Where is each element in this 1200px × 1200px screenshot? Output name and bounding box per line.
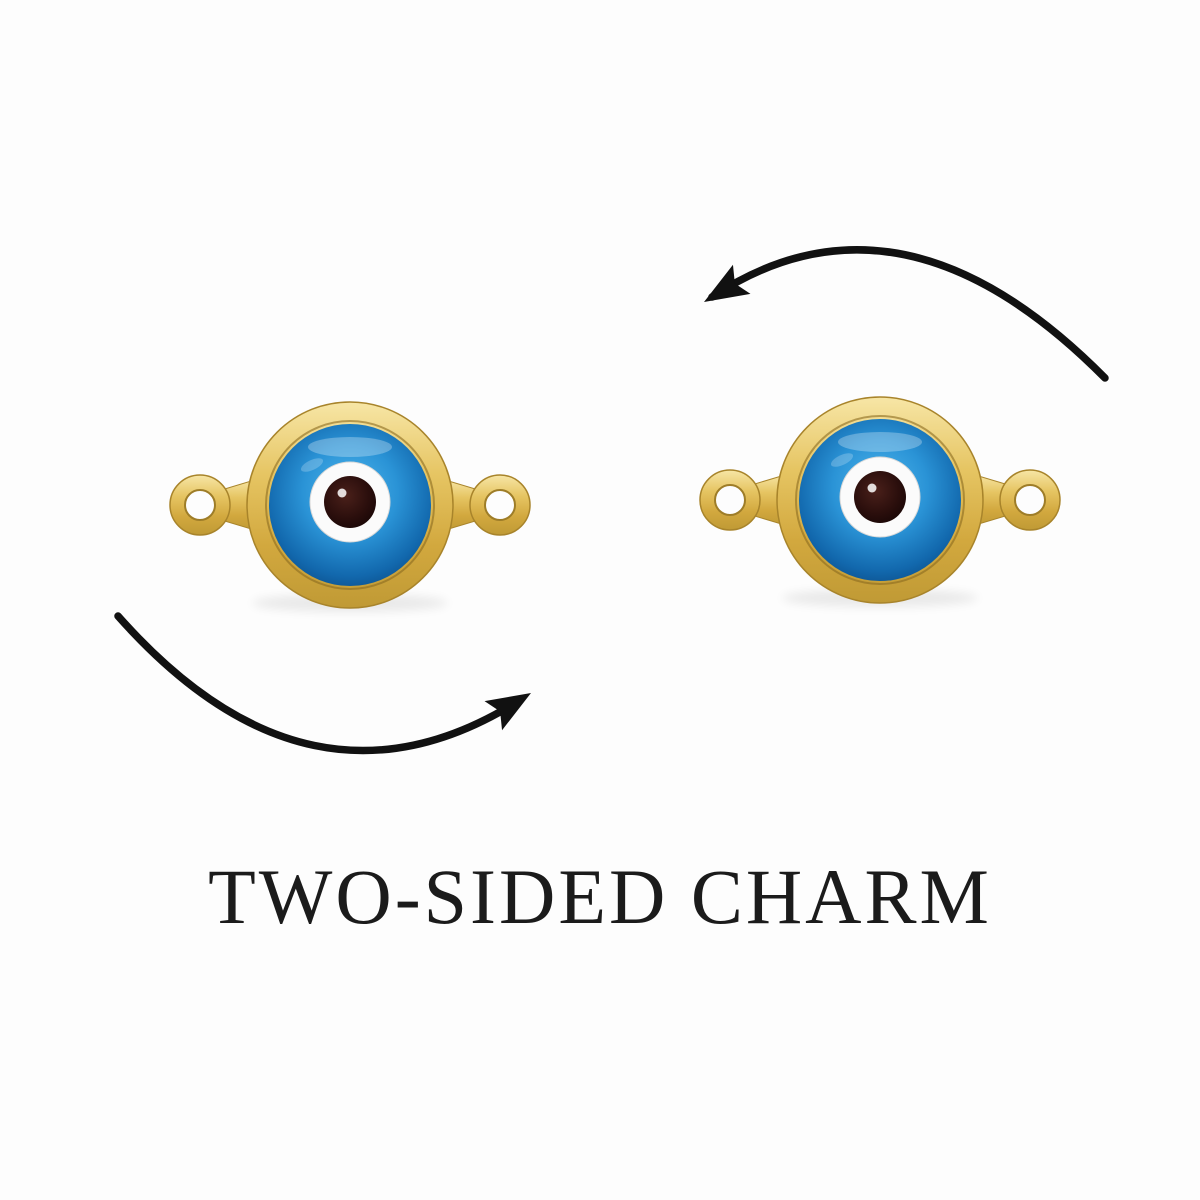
caption-two-sided-charm: TWO-SIDED CHARM (208, 853, 992, 940)
rotate-counterclockwise-arrow-icon (704, 246, 1109, 382)
rotate-clockwise-arrow-icon (114, 612, 531, 755)
evil-eye-charm-front (170, 402, 530, 612)
evil-eye-charm-back (700, 397, 1060, 607)
